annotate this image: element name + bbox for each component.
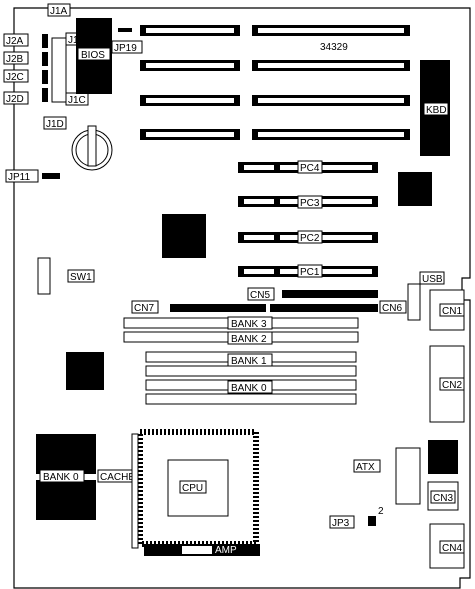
j1c-tag: J1C	[65, 92, 89, 106]
svg-text:PC3: PC3	[300, 198, 320, 209]
battery	[71, 125, 113, 171]
cn1-tag: CN1	[439, 303, 465, 317]
svg-text:CN3: CN3	[433, 493, 453, 504]
jp19-tag: JP19	[111, 28, 143, 54]
pc4-tag: PC4	[297, 160, 323, 174]
board-outline	[13, 7, 471, 589]
isa-slots	[140, 25, 410, 140]
svg-text:ATX: ATX	[356, 462, 375, 473]
sw1-tag: SW1	[67, 269, 95, 283]
svg-text:CN7: CN7	[134, 303, 154, 314]
j2d-tag: J2D	[3, 91, 29, 105]
svg-text:CN5: CN5	[250, 290, 270, 301]
cn7-tag: CN7	[131, 300, 159, 314]
svg-text:BANK 0: BANK 0	[43, 472, 79, 483]
svg-text:J1C: J1C	[68, 95, 86, 106]
svg-text:BANK 1: BANK 1	[231, 356, 267, 367]
svg-text:JP19: JP19	[114, 43, 137, 54]
svg-text:BANK 0: BANK 0	[231, 383, 267, 394]
cache-chips	[36, 434, 96, 520]
usb-tag: USB	[419, 271, 445, 285]
svg-text:CACHE: CACHE	[100, 472, 135, 483]
cn7-header	[170, 304, 266, 312]
bank2-tag: BANK 2	[227, 331, 273, 345]
svg-text:CN2: CN2	[442, 380, 462, 391]
atx-tag: ATX	[353, 459, 381, 473]
chipset-chip-3	[66, 352, 104, 390]
svg-text:AMP: AMP	[215, 545, 237, 556]
svg-text:J2A: J2A	[6, 36, 24, 47]
cn4-tag: CN4	[439, 540, 465, 554]
cache-tag: CACHE	[97, 469, 137, 483]
usb-header	[407, 283, 421, 321]
svg-text:BIOS: BIOS	[81, 50, 105, 61]
cpu-tag: CPU	[179, 480, 207, 494]
j2-connectors	[42, 34, 67, 103]
j1d-tag: J1D	[43, 116, 67, 130]
svg-text:J1A: J1A	[50, 6, 68, 17]
part-number: 34329	[320, 42, 348, 53]
cn2-tag: CN2	[439, 377, 465, 391]
socket-lever	[131, 433, 139, 549]
cn6-tag: CN6	[379, 300, 407, 314]
jp11-tag: JP11	[5, 169, 60, 183]
svg-text:SW1: SW1	[70, 272, 92, 283]
svg-text:USB: USB	[422, 274, 443, 285]
svg-text:CN4: CN4	[442, 543, 462, 554]
cn5-tag: CN5	[247, 287, 275, 301]
svg-text:KBD: KBD	[426, 105, 447, 116]
svg-text:CPU: CPU	[182, 483, 203, 494]
j2b-tag: J2B	[3, 51, 29, 65]
pc1-tag: PC1	[297, 264, 323, 278]
svg-text:BANK 2: BANK 2	[231, 334, 267, 345]
svg-text:PC1: PC1	[300, 267, 320, 278]
pc3-tag: PC3	[297, 195, 323, 209]
cn6-header	[270, 304, 378, 312]
chipset-chip-1	[162, 214, 206, 258]
svg-text:BANK 3: BANK 3	[231, 319, 267, 330]
pci-slots	[238, 162, 378, 277]
jp3-tag: JP3 2	[329, 506, 384, 529]
svg-text:JP3: JP3	[332, 518, 350, 529]
chipset-chip-2	[398, 172, 432, 206]
svg-text:CN6: CN6	[382, 303, 402, 314]
bios-tag: BIOS	[77, 47, 111, 61]
port-block	[428, 440, 458, 474]
atx-connector	[395, 447, 421, 505]
cn5-header	[282, 290, 378, 298]
svg-text:PC4: PC4	[300, 163, 320, 174]
svg-text:CN1: CN1	[442, 306, 462, 317]
j1a-tag: J1A	[47, 3, 71, 17]
svg-text:JP11: JP11	[8, 172, 30, 183]
bank0-cache-tag: BANK 0	[39, 469, 85, 483]
cn3-tag: CN3	[430, 490, 456, 504]
svg-text:2: 2	[378, 506, 384, 517]
bank1-tag: BANK 1	[227, 353, 273, 367]
bank3-tag: BANK 3	[227, 316, 273, 330]
pc2-tag: PC2	[297, 230, 323, 244]
svg-text:PC2: PC2	[300, 233, 320, 244]
svg-text:J1D: J1D	[46, 119, 64, 130]
kbd-tag: KBD	[423, 102, 449, 116]
j2c-tag: J2C	[3, 69, 29, 83]
dip-switch	[37, 257, 51, 295]
svg-text:J2B: J2B	[6, 54, 24, 65]
svg-text:J2D: J2D	[6, 94, 24, 105]
bank0-simm-tag: BANK 0	[227, 380, 273, 394]
j2a-tag: J2A	[3, 33, 29, 47]
amp-tag: AMP	[144, 544, 260, 556]
svg-text:J2C: J2C	[6, 72, 24, 83]
